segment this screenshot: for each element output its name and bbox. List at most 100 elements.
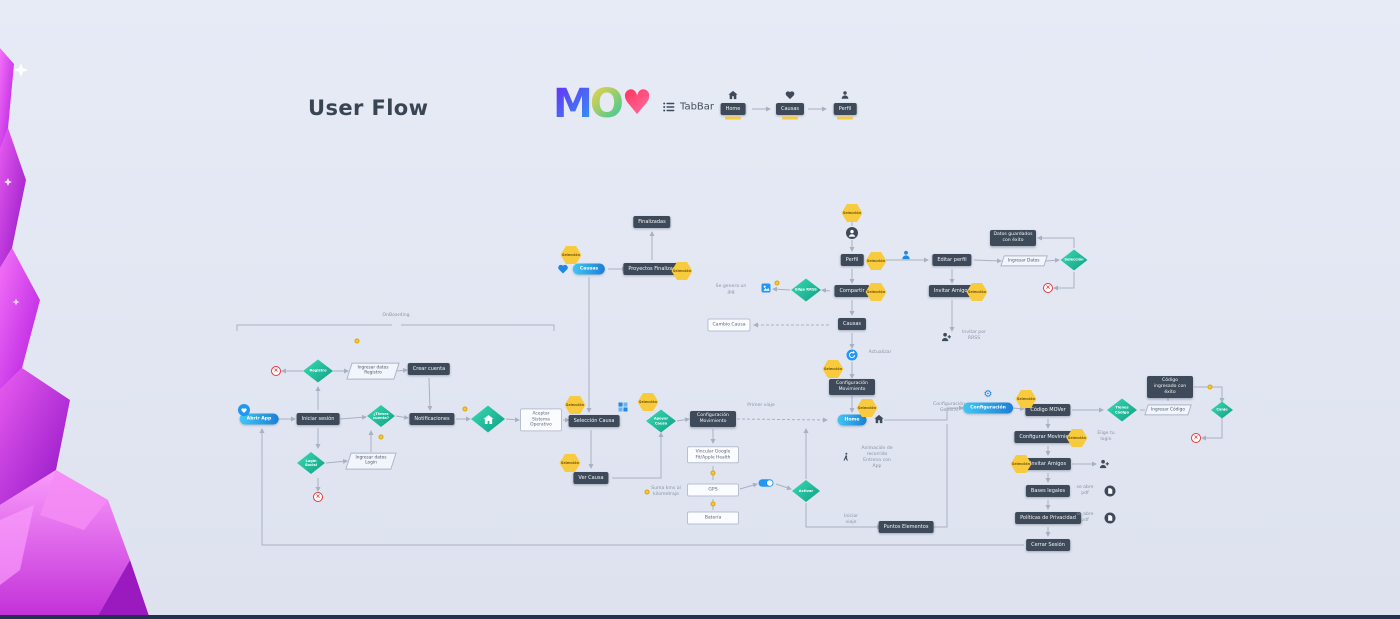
compartir: Compartir <box>834 285 870 297</box>
proyectos-finalizados: Proyectos Finalizados <box>623 263 687 275</box>
invitar-rrss-icon <box>1099 459 1110 470</box>
flow-edge <box>775 483 792 491</box>
elige-rrss-diamond: Elige RRSS <box>791 278 821 302</box>
pdf-text-1: se abre pdf <box>1076 485 1094 496</box>
flow-edge <box>505 417 520 423</box>
flow-edge <box>1037 235 1075 248</box>
crear-cuenta: Crear cuenta <box>407 363 451 375</box>
seleccion-hex-13: Selección <box>1066 429 1088 447</box>
home-house-icon <box>874 414 884 424</box>
doc-icon-2 <box>1104 512 1116 524</box>
flow-edge <box>612 432 664 479</box>
ver-causa: Ver Causa <box>573 472 609 484</box>
finalizadas: Finalizadas <box>633 216 671 228</box>
tab-causas-underline <box>782 116 798 120</box>
bateria-box: Batería <box>687 511 739 525</box>
seleccion-hex-2: Selección <box>671 262 693 280</box>
page-title: User Flow <box>308 96 429 120</box>
dot-1 <box>354 338 360 344</box>
causas-pill: Causas <box>572 263 606 275</box>
abrir-app-pill: Abrir App <box>239 413 279 425</box>
tab-perfil-icon <box>841 91 850 100</box>
flow-edge <box>932 424 948 528</box>
perfil-rect: Perfil <box>840 254 864 266</box>
dot-2 <box>378 434 384 440</box>
flow-edge <box>1194 386 1225 403</box>
registro-diamond: Registro <box>303 359 333 383</box>
seleccion-hex-3: Selección <box>841 204 863 222</box>
login-social-diamond: Login Social <box>297 452 325 474</box>
dot-4 <box>710 470 716 476</box>
activar-diamond: Activar <box>792 480 820 502</box>
flow-edge <box>1012 406 1025 412</box>
codigo-mover: Código MOVer <box>1025 404 1071 416</box>
actualizar-text: Actualizar <box>868 350 892 356</box>
seleccion-hex-4: Selección <box>865 252 887 270</box>
flow-edge <box>339 414 367 420</box>
canje-diamond: Canje <box>1211 401 1233 419</box>
invitar-sms-text: Invitar por RRSS <box>962 330 986 341</box>
tienes-cuenta-diamond: ¿Tienes cuenta? <box>367 405 395 427</box>
jpg-image-icon <box>761 283 771 293</box>
tab-perfil: Perfil <box>833 103 857 115</box>
ingresar-datos-login: Ingresar datos Login <box>345 452 397 470</box>
tab-home: Home <box>720 103 746 115</box>
tienes-codigo-diamond: Tienes Código <box>1107 398 1137 422</box>
apoyar-causa-diamond: Apoyar Causa <box>646 409 676 433</box>
error-circle-2: × <box>271 366 281 376</box>
flow-edge <box>395 414 409 420</box>
puntos-elementos: Puntos Elementos <box>878 521 934 533</box>
cambio-causa: Cambio Causa <box>707 318 751 332</box>
iniciar-viaje-text: Iniciar viaje <box>843 514 859 525</box>
sparkle-icon <box>4 178 12 186</box>
configurar-movimiento: Configurar Movimiento <box>1014 431 1082 443</box>
datos-guardados: Datos guardados con éxito <box>990 230 1036 246</box>
flow-edge <box>1053 272 1075 291</box>
gear-icon: ⚙ <box>983 389 993 400</box>
pdf-text-2: se abre pdf <box>1076 512 1094 523</box>
configuracion-pill: Configuración <box>963 402 1013 414</box>
error-circle-3: × <box>313 492 323 502</box>
tab-home-icon <box>728 90 738 100</box>
ingresar-datos-registro: Ingresar datos Registro <box>346 362 400 380</box>
perfil-avatar-icon <box>846 227 858 239</box>
sparkle-icon <box>14 63 28 77</box>
tab-perfil-underline <box>837 116 853 120</box>
app-icon <box>238 404 250 416</box>
seleccion-hex-10: Selección <box>637 393 659 411</box>
tab-causas-icon <box>785 91 795 100</box>
configuracion-general-text: Configuración General <box>933 402 965 413</box>
bases-legales: Bases legales <box>1025 485 1071 497</box>
seleccion-hex-5: Selección <box>966 283 988 301</box>
editar-person-icon <box>901 250 911 260</box>
dot-7 <box>1207 384 1213 390</box>
flow-edge <box>805 503 882 530</box>
flow-edge <box>401 324 555 331</box>
flow-edge <box>676 417 690 423</box>
actualizar-icon <box>846 349 858 361</box>
tab-causas: Causas <box>776 103 804 115</box>
seleccion-hex-1: Selección <box>560 246 582 264</box>
dot-6 <box>644 489 650 495</box>
home-pill: Home <box>837 414 867 426</box>
vincular-box: Vincular Google Fit/Apple Health <box>687 446 739 464</box>
jpg-text: Se genera un jpg <box>715 284 747 295</box>
invitar-amigos-2: Invitar Amigos <box>1024 458 1072 470</box>
invitar-amigos-1: Invitar Amigos <box>928 285 976 297</box>
tabbar-list-icon <box>663 102 675 112</box>
mov-logo: MO♥ <box>553 83 653 124</box>
ingresar-codigo: Ingresar Código <box>1144 404 1192 416</box>
flow-edge <box>1045 257 1060 263</box>
flow-edge <box>736 417 828 423</box>
bottom-accent-strip <box>0 615 1400 619</box>
tab-home-underline <box>725 116 741 120</box>
seleccion-hex-8: Selección <box>564 396 586 414</box>
politicas-privacidad: Políticas de Privacidad <box>1015 512 1081 524</box>
flow-edge <box>236 324 392 331</box>
logo-letter: ♥ <box>621 83 653 123</box>
suma-kms-text: Suma kms al kilometraje <box>651 486 681 497</box>
codigo-exito: Código ingresado con éxito <box>1147 376 1193 398</box>
seleccion-hex-7: Selección <box>822 360 844 378</box>
